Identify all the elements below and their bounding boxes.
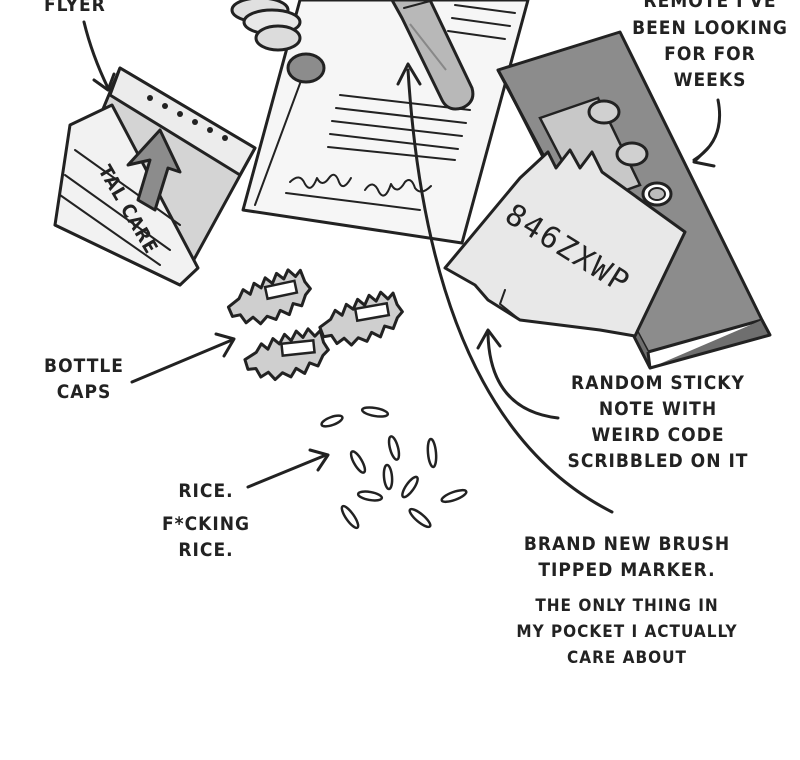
label-rice: RICE. F*CKING RICE. <box>162 480 250 561</box>
arrows <box>82 20 722 514</box>
svg-text:MY POCKET I ACTUALLY: MY POCKET I ACTUALLY <box>516 622 737 642</box>
svg-text:F*CKING: F*CKING <box>162 513 250 535</box>
svg-text:WEEKS: WEEKS <box>674 69 747 91</box>
svg-text:RANDOM STICKY: RANDOM STICKY <box>571 372 745 394</box>
svg-text:TIPPED MARKER.: TIPPED MARKER. <box>538 559 715 581</box>
rice-icon <box>320 406 468 530</box>
coins-icon <box>230 0 326 84</box>
svg-text:FLYER: FLYER <box>44 0 106 16</box>
svg-text:SCRIBBLED ON IT: SCRIBBLED ON IT <box>568 450 749 472</box>
label-marker: BRAND NEW BRUSH TIPPED MARKER. THE ONLY … <box>516 533 737 668</box>
svg-text:REMOTE I'VE: REMOTE I'VE <box>643 0 776 12</box>
svg-text:RICE.: RICE. <box>178 539 233 561</box>
marker-icon <box>390 0 475 111</box>
label-sticky-note: RANDOM STICKY NOTE WITH WEIRD CODE SCRIB… <box>568 372 749 472</box>
label-bottle-caps: BOTTLE CAPS <box>44 355 124 403</box>
svg-text:BOTTLE: BOTTLE <box>44 355 124 377</box>
label-flyer: FLYER <box>44 0 106 16</box>
svg-text:CAPS: CAPS <box>57 381 112 403</box>
svg-text:CARE ABOUT: CARE ABOUT <box>567 648 687 668</box>
svg-text:NOTE WITH: NOTE WITH <box>599 398 717 420</box>
label-remote: REMOTE I'VE BEEN LOOKING FOR FOR WEEKS <box>632 0 788 91</box>
svg-text:FOR FOR: FOR FOR <box>664 43 756 65</box>
svg-text:WEIRD CODE: WEIRD CODE <box>591 424 724 446</box>
svg-text:BEEN LOOKING: BEEN LOOKING <box>632 17 788 39</box>
svg-text:BRAND NEW BRUSH: BRAND NEW BRUSH <box>524 533 730 555</box>
flyer-icon: TAL CARE <box>53 66 257 287</box>
bottle-caps-icon <box>226 268 404 382</box>
svg-text:THE ONLY THING IN: THE ONLY THING IN <box>535 596 718 616</box>
sticky-note-icon: 846ZXWP <box>443 148 687 338</box>
svg-text:RICE.: RICE. <box>178 480 233 502</box>
